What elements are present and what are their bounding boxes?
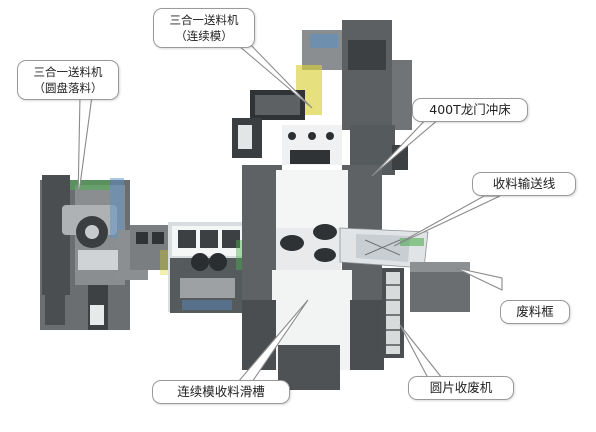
press-machine [242,165,384,390]
leveler-machine [130,222,258,313]
label-scrap-box-text: 废料框 [516,304,554,319]
label-feeder-continuous-line1: 三合一送料机 [169,13,239,27]
label-chute-text: 连续模收料滑槽 [177,384,265,399]
label-feeder-continuous-line2: （连续模） [175,29,233,43]
label-disc-collector: 圆片收废机 [408,376,514,400]
label-feeder-disc-line1: 三合一送料机 [33,65,103,79]
label-feeder-continuous: 三合一送料机 （连续模） [153,8,255,48]
label-conveyor-text: 收料输送线 [492,176,556,191]
label-conveyor: 收料输送线 [472,172,576,196]
label-disc-collector-text: 圆片收废机 [429,380,493,395]
leader-disc-collector [399,324,444,379]
label-feeder-disc-line2: （圆盘落料） [33,81,103,95]
disc-scrap-collector [382,268,404,358]
label-press: 400T龙门冲床 [412,98,528,122]
feeder-continuous-machine [232,20,412,175]
label-press-text: 400T龙门冲床 [429,102,511,117]
leader-scrap-box [455,267,503,291]
label-feeder-disc: 三合一送料机 （圆盘落料） [17,60,119,100]
label-scrap-box: 废料框 [500,300,570,324]
feeder-disc-machine [40,175,148,330]
conveyor-line [339,227,429,269]
leader-conveyor [393,195,501,247]
label-chute: 连续模收料滑槽 [152,380,290,404]
